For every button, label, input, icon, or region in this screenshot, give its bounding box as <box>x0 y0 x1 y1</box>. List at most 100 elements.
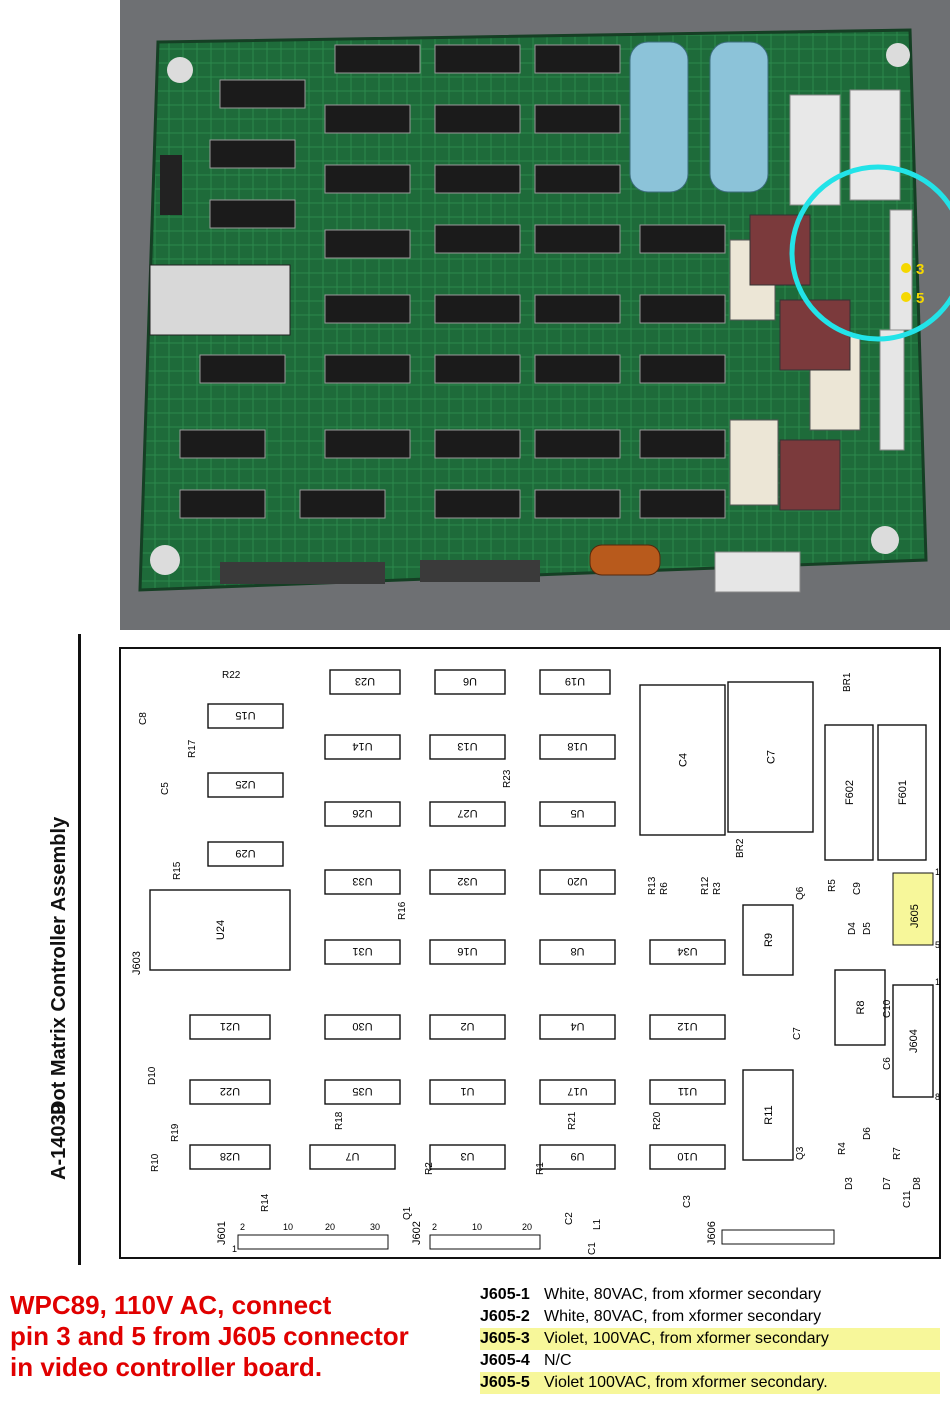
svg-text:U8: U8 <box>570 945 584 957</box>
chip-u2: U2 <box>429 1014 506 1040</box>
chip-u29: U29 <box>207 841 284 867</box>
label-r7: R7 <box>892 1147 903 1160</box>
label-q3: Q3 <box>795 1146 806 1160</box>
chip-u10: U10 <box>649 1144 726 1170</box>
chip-u21: U21 <box>189 1014 271 1040</box>
label-c1: C1 <box>587 1242 598 1255</box>
j605-highlight <box>892 872 934 946</box>
svg-text:U21: U21 <box>220 1020 240 1032</box>
hdr-num: 5 <box>935 940 940 950</box>
header-j601-outline <box>237 1234 389 1250</box>
label-c8: C8 <box>138 712 149 725</box>
chip-u25: U25 <box>207 772 284 798</box>
svg-text:U26: U26 <box>352 807 372 819</box>
svg-text:U1: U1 <box>460 1085 474 1097</box>
mount-hole <box>167 57 193 83</box>
ic-chip <box>639 224 726 254</box>
svg-text:U4: U4 <box>570 1020 584 1032</box>
label-r14: R14 <box>260 1193 271 1212</box>
chip-u14: U14 <box>324 734 401 760</box>
pin-desc: Violet 100VAC, from xformer secondary. <box>544 1374 828 1391</box>
ic-chip <box>639 354 726 384</box>
ic-chip <box>219 79 306 109</box>
chip-u17: U17 <box>539 1079 616 1105</box>
hdr-num: 1 <box>935 977 940 987</box>
svg-text:U23: U23 <box>355 675 375 687</box>
svg-text:U31: U31 <box>352 945 372 957</box>
svg-text:U32: U32 <box>457 875 477 887</box>
svg-text:R9: R9 <box>763 933 775 947</box>
label-r22: R22 <box>222 670 241 681</box>
ic-chip <box>534 489 621 519</box>
label-d7: D7 <box>882 1177 893 1190</box>
svg-text:C4: C4 <box>678 753 690 767</box>
chip-u19: U19 <box>539 669 611 695</box>
label-r12: R12 <box>700 876 711 895</box>
svg-text:U13: U13 <box>457 740 477 752</box>
chip-u8: U8 <box>539 939 616 965</box>
power-resistor <box>729 419 779 506</box>
ic-chip <box>434 354 521 384</box>
divider-line <box>78 634 81 1265</box>
chip-u20: U20 <box>539 869 616 895</box>
header-j602 <box>420 560 540 582</box>
svg-text:U19: U19 <box>565 675 585 687</box>
chip-u35: U35 <box>324 1079 401 1105</box>
ic-chip <box>434 104 521 134</box>
svg-text:R11: R11 <box>763 1105 775 1124</box>
label-r13: R13 <box>647 876 658 895</box>
header-j601 <box>220 562 385 584</box>
label-r3: R3 <box>712 882 723 895</box>
hdr-num: 1 <box>935 867 940 877</box>
chip-u3: U3 <box>429 1144 506 1170</box>
svg-text:U35: U35 <box>352 1085 372 1097</box>
fuse-f602 <box>789 94 841 206</box>
hdr-num: 20 <box>522 1222 532 1232</box>
highlight-circle <box>789 164 950 342</box>
chip-u18: U18 <box>539 734 616 760</box>
svg-text:U6: U6 <box>463 675 477 687</box>
connector-j604: J604 <box>892 984 934 1098</box>
fuse-f602: F602 <box>824 724 874 861</box>
label-r19: R19 <box>170 1123 181 1142</box>
label-r21: R21 <box>567 1111 578 1130</box>
svg-text:U7: U7 <box>345 1150 359 1162</box>
svg-text:U2: U2 <box>460 1020 474 1032</box>
svg-text:U34: U34 <box>677 945 697 957</box>
label-d6: D6 <box>862 1127 873 1140</box>
label-c9: C9 <box>852 882 863 895</box>
ic-chip <box>434 224 521 254</box>
label-c3: C3 <box>682 1195 693 1208</box>
pin-3-marker <box>901 263 911 273</box>
chip-u28: U28 <box>189 1144 271 1170</box>
ic-chip <box>639 489 726 519</box>
ic-chip <box>434 489 521 519</box>
ic-chip <box>534 224 621 254</box>
label-d3: D3 <box>844 1177 855 1190</box>
label-j602: J602 <box>411 1221 423 1245</box>
ic-chip <box>324 354 411 384</box>
pin-desc: White, 80VAC, from xformer secondary <box>544 1308 822 1325</box>
inductor <box>589 544 661 576</box>
hdr-num: 20 <box>325 1222 335 1232</box>
ic-chip <box>324 294 411 324</box>
cap-c4: C4 <box>639 684 726 836</box>
svg-text:U9: U9 <box>570 1150 584 1162</box>
ic-chip <box>434 44 521 74</box>
svg-text:U30: U30 <box>352 1020 372 1032</box>
transistor-heatsink <box>779 439 841 511</box>
caption-line: WPC89, 110V AC, connect <box>10 1290 332 1320</box>
mount-hole <box>150 545 180 575</box>
header-j603 <box>160 155 182 215</box>
chip-u23: U23 <box>329 669 401 695</box>
svg-text:U18: U18 <box>567 740 587 752</box>
label-c10: C10 <box>882 999 893 1018</box>
svg-text:U28: U28 <box>220 1150 240 1162</box>
ic-chip <box>299 489 386 519</box>
ic-chip <box>434 429 521 459</box>
svg-text:U22: U22 <box>220 1085 240 1097</box>
eprom-chip <box>149 264 291 336</box>
